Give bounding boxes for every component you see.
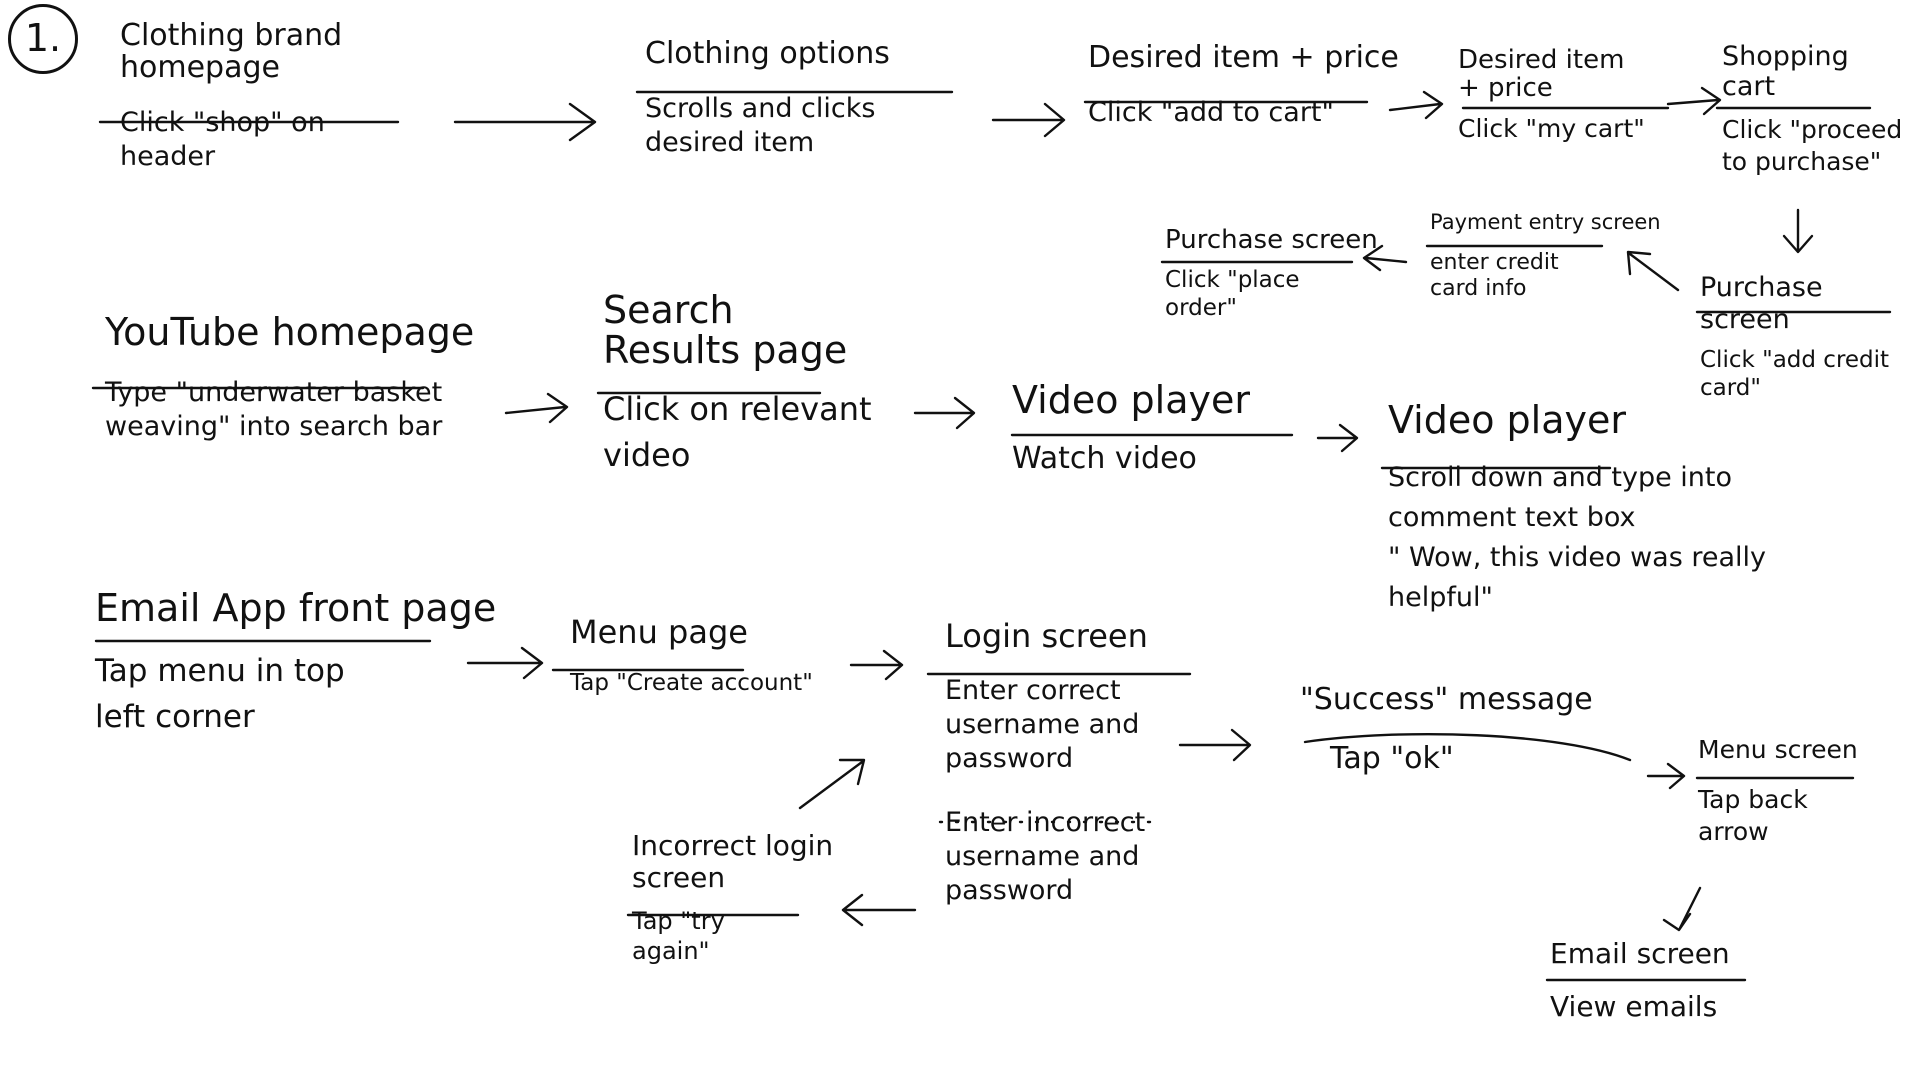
- node-item-price: Desired item + price Click "add to cart": [1088, 42, 1399, 130]
- node-video-player-1: Video player Watch video: [1012, 380, 1250, 476]
- node-title: Clothing options: [645, 36, 890, 71]
- node-title: Menu screen: [1698, 735, 1858, 764]
- node-action: Click "place order": [1165, 267, 1300, 321]
- node-alt-action: Enter incorrect username and password: [945, 807, 1146, 906]
- node-title: Purchase screen: [1165, 225, 1378, 255]
- node-action: Click on relevant video: [603, 390, 872, 474]
- arrow-menu-to-login: [849, 649, 904, 681]
- node-video-player-2: Video player Scroll down and type into c…: [1388, 400, 1766, 618]
- node-shopping-cart: Shopping cart Click "proceed to purchase…: [1722, 42, 1902, 178]
- node-purchase-screen-2: Purchase screen Click "place order": [1165, 224, 1378, 322]
- node-action: Scrolls and clicks desired item: [645, 93, 876, 158]
- node-purchase-screen-1: Purchase screen Click "add credit card": [1700, 272, 1920, 402]
- node-action: Tap "try again": [632, 907, 725, 965]
- node-action: Tap back arrow: [1698, 785, 1808, 846]
- node-action: Type "underwater basket weaving" into se…: [105, 377, 443, 442]
- node-action: Click "shop" on header: [120, 107, 325, 172]
- node-search-results: Search Results page Click on relevant vi…: [603, 290, 872, 478]
- node-title: Menu page: [570, 613, 748, 651]
- node-success-message: "Success" message Tap "ok": [1300, 684, 1593, 776]
- node-payment-entry: Payment entry screen enter credit card i…: [1430, 210, 1661, 302]
- node-incorrect-login: Incorrect login screen Tap "try again": [632, 830, 833, 966]
- arrow-login-to-incorrect: [841, 893, 917, 927]
- node-title: Payment entry screen: [1430, 210, 1661, 234]
- node-action: Click "add to cart": [1088, 97, 1334, 128]
- arrow-item-to-item2: [1388, 90, 1444, 120]
- node-title: Shopping cart: [1722, 41, 1849, 102]
- node-title: Search Results page: [603, 288, 848, 372]
- node-title: Desired item + price: [1458, 45, 1625, 103]
- node-title: "Success" message: [1300, 682, 1593, 717]
- node-title: Incorrect login screen: [632, 829, 834, 894]
- arrow-yt-home-to-results: [504, 392, 569, 424]
- node-action: Watch video: [1012, 441, 1197, 476]
- arrow-menu-screen-to-email: [1662, 886, 1702, 932]
- arrow-yt-player1-to-player2: [1316, 423, 1359, 453]
- divider-success: [1303, 732, 1632, 762]
- node-title: Clothing brand homepage: [120, 18, 343, 85]
- node-brand-home: Clothing brand homepage Click "shop" on …: [120, 20, 342, 174]
- node-title: YouTube homepage: [105, 310, 475, 354]
- node-action: Click "proceed to purchase": [1722, 115, 1903, 176]
- node-action: Enter correct username and password: [945, 675, 1140, 774]
- arrow-front-to-menu: [466, 646, 544, 680]
- arrow-payment-to-purchase2: [1362, 244, 1408, 272]
- node-action: Tap "ok": [1330, 741, 1454, 776]
- node-title: Desired item + price: [1088, 40, 1399, 75]
- node-action: Tap "Create account": [570, 670, 813, 696]
- node-action: Click "my cart": [1458, 114, 1645, 143]
- node-clothing-options: Clothing options Scrolls and clicks desi…: [645, 38, 890, 160]
- node-action: Click "add credit card": [1700, 347, 1890, 401]
- node-title: Purchase screen: [1700, 272, 1823, 335]
- node-title: Email screen: [1550, 937, 1730, 970]
- node-action: enter credit card info: [1430, 250, 1559, 301]
- node-youtube-homepage: YouTube homepage Type "underwater basket…: [105, 312, 474, 444]
- arrow-incorrect-to-login: [798, 758, 866, 810]
- arrow-options-to-item: [991, 102, 1066, 138]
- arrow-item2-to-cart: [1666, 86, 1722, 116]
- node-login-screen: Login screen Enter correct username and …: [945, 620, 1148, 908]
- arrow-cart-to-purchase1: [1782, 208, 1814, 254]
- arrow-success-to-menu-screen: [1646, 762, 1686, 790]
- node-menu-screen: Menu screen Tap back arrow: [1698, 734, 1858, 848]
- arrow-brand-to-options: [453, 102, 597, 142]
- node-item-price-2: Desired item + price Click "my cart": [1458, 46, 1645, 146]
- node-title: Video player: [1012, 378, 1251, 422]
- node-title: Login screen: [945, 617, 1148, 655]
- node-email-front-page: Email App front page Tap menu in top lef…: [95, 588, 496, 740]
- node-title: Video player: [1388, 398, 1627, 442]
- node-menu-page: Menu page Tap "Create account": [570, 616, 813, 700]
- node-email-screen: Email screen View emails: [1550, 938, 1730, 1024]
- arrow-yt-results-to-player1: [913, 396, 976, 430]
- node-action: Scroll down and type into comment text b…: [1388, 462, 1766, 613]
- arrow-login-to-success: [1178, 728, 1252, 762]
- node-action: Tap menu in top left corner: [95, 653, 345, 735]
- node-title: Email App front page: [95, 586, 497, 630]
- arrow-purchase1-to-payment: [1626, 250, 1680, 292]
- flow-number-badge: 1.: [8, 4, 78, 74]
- node-action: View emails: [1550, 990, 1718, 1023]
